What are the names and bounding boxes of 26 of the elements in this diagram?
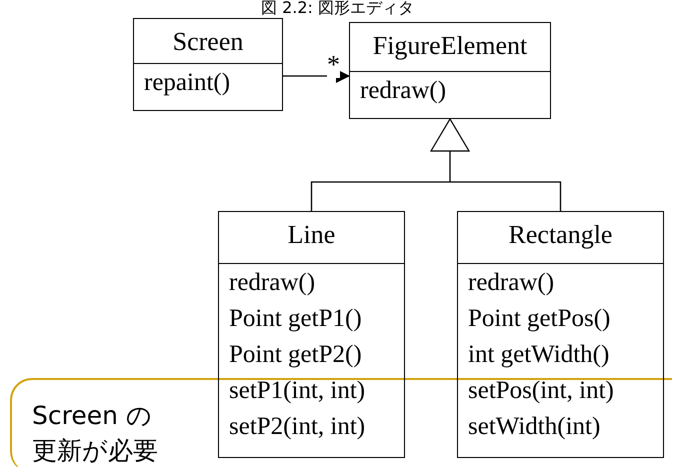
class-name: Screen xyxy=(172,29,244,55)
class-box xyxy=(133,18,283,111)
inheritance-arrow xyxy=(430,118,470,182)
method-name: setP2(int, int) xyxy=(229,414,366,439)
connector-line xyxy=(450,181,562,211)
callout-text: Screen の更新が必要 xyxy=(32,400,159,467)
method-name: repaint() xyxy=(144,70,230,95)
method-name: redraw() xyxy=(360,78,446,103)
class-box xyxy=(457,211,664,458)
figure-caption: 図 2.2: 図形エディタ xyxy=(260,0,415,16)
method-name: setP1(int, int) xyxy=(229,378,366,403)
method-name: setPos(int, int) xyxy=(468,378,614,403)
method-name: Point getP1() xyxy=(229,306,362,331)
class-box xyxy=(218,211,405,458)
method-name: int getWidth() xyxy=(468,342,610,367)
method-name: Point getP2() xyxy=(229,342,362,367)
callout-box xyxy=(10,378,672,467)
method-name: Point getPos() xyxy=(468,306,610,331)
method-name: redraw() xyxy=(229,270,316,295)
class-box xyxy=(349,22,551,119)
method-name: redraw() xyxy=(468,270,554,295)
class-name: FigureElement xyxy=(372,33,528,59)
method-name: setWidth(int) xyxy=(468,414,600,439)
connector-line xyxy=(310,181,450,211)
class-name: Rectangle xyxy=(508,222,612,248)
class-name: Line xyxy=(288,222,336,248)
